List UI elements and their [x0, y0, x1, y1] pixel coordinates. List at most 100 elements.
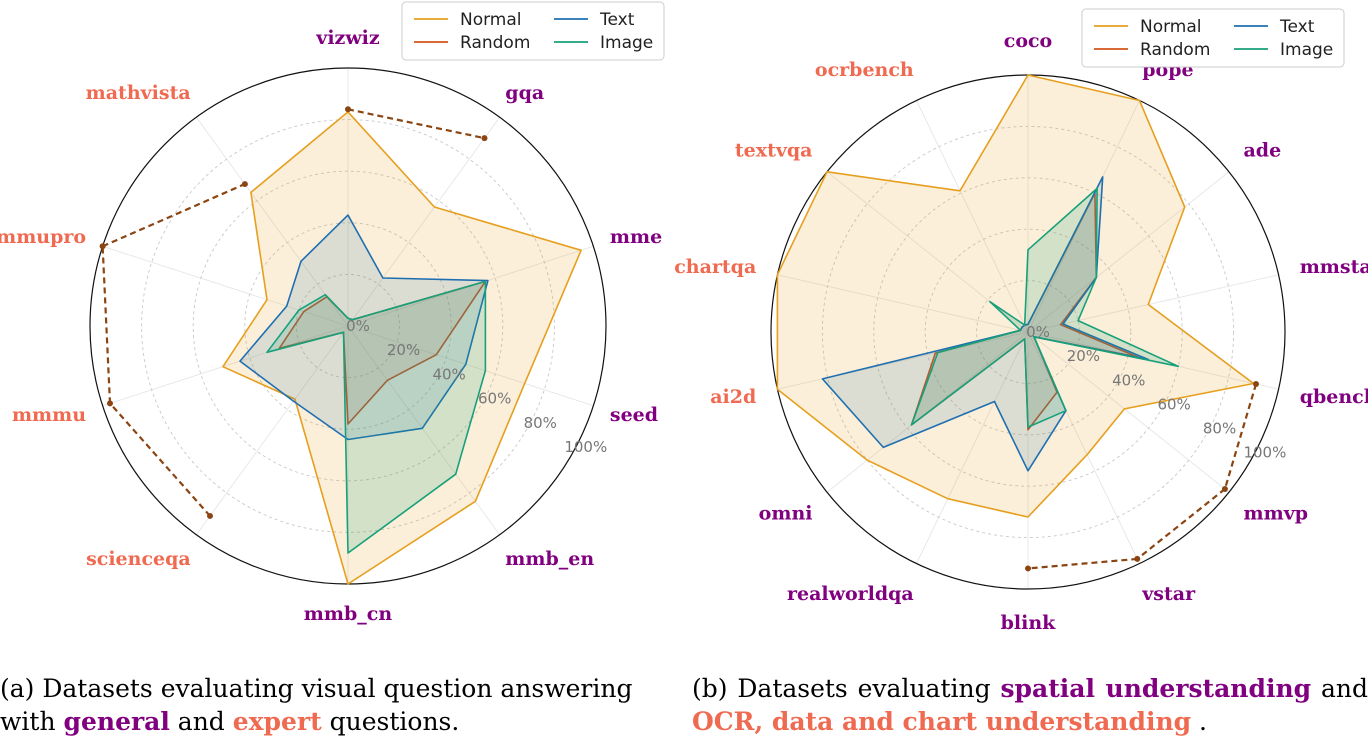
legend-label-image: Image [1280, 40, 1333, 60]
axis-label-seed: seed [610, 404, 658, 426]
dashed-segment [1136, 488, 1226, 560]
radial-tick-label: 60% [1157, 395, 1190, 413]
spoke-mmstar [1027, 274, 1279, 333]
dashed-segment [102, 183, 246, 248]
axis-label-ai2d: ai2d [710, 386, 756, 408]
axis-label-mmmupro: mmmupro [0, 226, 86, 248]
dashed-segment [1027, 557, 1138, 570]
spoke-ade [1027, 171, 1230, 333]
spoke-mathvista [195, 117, 349, 327]
caption-part: and [169, 707, 233, 736]
axis-label-ade: ade [1244, 140, 1282, 162]
axis-label-chartqa: chartqa [674, 256, 756, 278]
axis-label-textvqa: textvqa [735, 140, 813, 162]
radial-tick-label: 20% [387, 341, 420, 359]
gridline-60 [873, 177, 1183, 487]
radial-tick-label: 80% [524, 414, 557, 432]
spoke-realworldqa [916, 331, 1029, 564]
series-normal [776, 74, 1255, 518]
axis-label-blink: blink [1001, 612, 1057, 634]
dashed-point-blink [1025, 565, 1031, 572]
radial-tick-label: 40% [432, 365, 465, 383]
radial-tick-label: 80% [1203, 420, 1236, 438]
spoke-scienceqa [195, 325, 349, 535]
legend-label-normal: Normal [460, 10, 522, 30]
dashed-point-qbench [1253, 381, 1260, 388]
axis-label-coco: coco [1004, 30, 1052, 52]
dashed-segment [1223, 383, 1258, 490]
caption-part: expert [232, 707, 322, 736]
spoke-gqa [347, 117, 501, 327]
spoke-mmb_en [347, 325, 501, 535]
axis-label-mathvista: mathvista [86, 82, 191, 104]
caption-part: spatial understanding [1000, 674, 1312, 703]
axis-label-mmmu: mmmu [12, 404, 86, 426]
caption-part: . [1191, 707, 1208, 736]
gridline-40 [924, 228, 1132, 436]
axis-label-mmvp: mmvp [1244, 502, 1309, 524]
spoke-mmvp [1027, 331, 1230, 493]
dashed-point-mmmu [106, 400, 113, 407]
radar-chart-a: 0% 20% 40% 60% 80% 100% vizwiz gqa mme seed mmb_en… [0, 1, 665, 625]
caption-b: (b) Datasets evaluating spatial understa… [692, 672, 1368, 738]
radar-chart-b: 0%20%40%60%80%100%cocopopeademmstarqbenc… [674, 8, 1368, 634]
legend-label-random: Random [1140, 40, 1210, 60]
legend-box [1081, 8, 1345, 68]
series-normal [222, 111, 582, 585]
dashed-point-mmmupro [99, 243, 106, 250]
axis-label-ocrbench: ocrbench [815, 59, 914, 81]
caption-part: (b) Datasets evaluating [692, 674, 1001, 703]
gridline-80 [821, 125, 1235, 539]
gridline-40 [244, 222, 452, 430]
axis-label-vizwiz: vizwiz [315, 27, 380, 49]
axis-label-omni: omni [759, 502, 813, 524]
radial-tick-label: 20% [1067, 347, 1100, 365]
caption-part: and [1311, 674, 1368, 703]
caption-part: (a) Datasets evaluating visual question … [0, 674, 633, 736]
legend-label-text: Text [599, 10, 635, 30]
axis-label-realworldqa: realworldqa [787, 583, 914, 605]
gridline-60 [192, 170, 504, 482]
radial-tick-label: 0% [1026, 323, 1050, 341]
caption-part: general [63, 707, 170, 736]
radial-tick-label: 100% [1243, 444, 1286, 462]
spoke-ocrbench [916, 100, 1029, 333]
spoke-chartqa [777, 274, 1029, 333]
legend-box [401, 1, 665, 61]
caption-a: (a) Datasets evaluating visual question … [0, 672, 680, 738]
series-text [821, 176, 1150, 472]
series-image [910, 187, 1180, 428]
axis-label-mmstar: mmstar [1300, 256, 1368, 278]
dashed-segment [347, 108, 485, 140]
radial-tick-label: 0% [346, 317, 370, 335]
dashed-segment [109, 402, 211, 517]
series-image [266, 280, 487, 554]
legend-label-image: Image [600, 33, 653, 53]
spoke-seed [347, 325, 594, 407]
series-text [239, 214, 489, 441]
radial-tick-label: 100% [564, 438, 607, 456]
axis-label-mmb_en: mmb_en [505, 548, 594, 570]
radial-tick-label: 40% [1112, 371, 1145, 389]
dashed-point-scienceqa [206, 512, 213, 519]
spoke-mmmu [102, 325, 349, 407]
dashed-point-mathvista [241, 181, 248, 188]
legend-label-text: Text [1279, 17, 1315, 37]
spoke-vstar [1027, 331, 1140, 564]
axis-label-mme: mme [610, 226, 662, 248]
legend-label-normal: Normal [1140, 17, 1202, 37]
caption-part: questions. [321, 707, 460, 736]
axis-label-gqa: gqa [505, 82, 544, 104]
radial-tick-label: 60% [478, 390, 511, 408]
caption-part: OCR, data and chart understanding [692, 707, 1192, 736]
dashed-point-vizwiz [345, 106, 351, 113]
spoke-ai2d [777, 331, 1029, 390]
spoke-mmmupro [102, 245, 349, 327]
gridline-20 [295, 273, 401, 379]
legend-label-random: Random [460, 33, 530, 53]
axis-label-qbench: qbench [1300, 386, 1368, 408]
dashed-point-gqa [481, 135, 488, 142]
